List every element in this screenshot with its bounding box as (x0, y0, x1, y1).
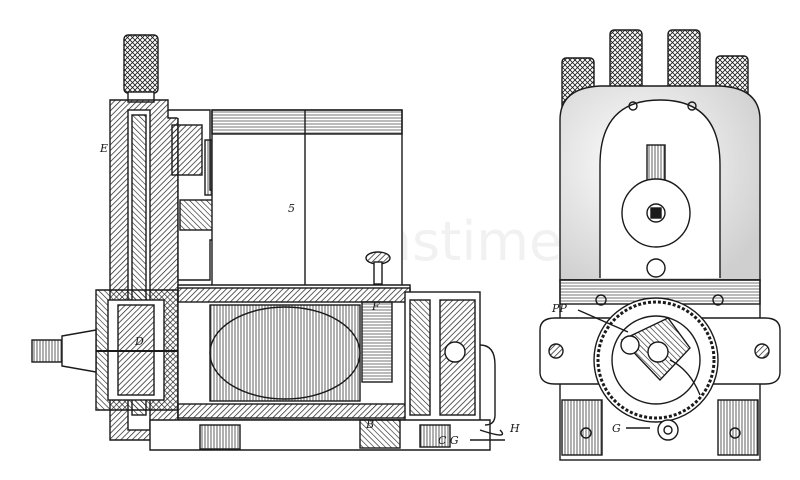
label-f: F (371, 300, 380, 313)
label-cg: C G (438, 434, 459, 447)
top-terminal-knob (123, 34, 159, 103)
label-d: D (134, 335, 144, 348)
base-plate (149, 419, 505, 451)
label-h: H (509, 422, 520, 435)
oil-cap-knob (365, 251, 391, 285)
sectional-side-view (31, 34, 505, 451)
armature-casing (177, 284, 481, 423)
label-five: 5 (288, 202, 295, 215)
distributor-cap (559, 85, 761, 281)
label-b: B (365, 418, 374, 431)
lead-wire (479, 344, 496, 426)
label-pp: PP (551, 302, 567, 315)
label-e: E (99, 142, 108, 155)
drive-shaft (31, 329, 400, 373)
pp-leader (577, 309, 629, 333)
magneto-body (539, 279, 781, 461)
front-view (539, 29, 781, 461)
label-g: G (612, 422, 621, 435)
